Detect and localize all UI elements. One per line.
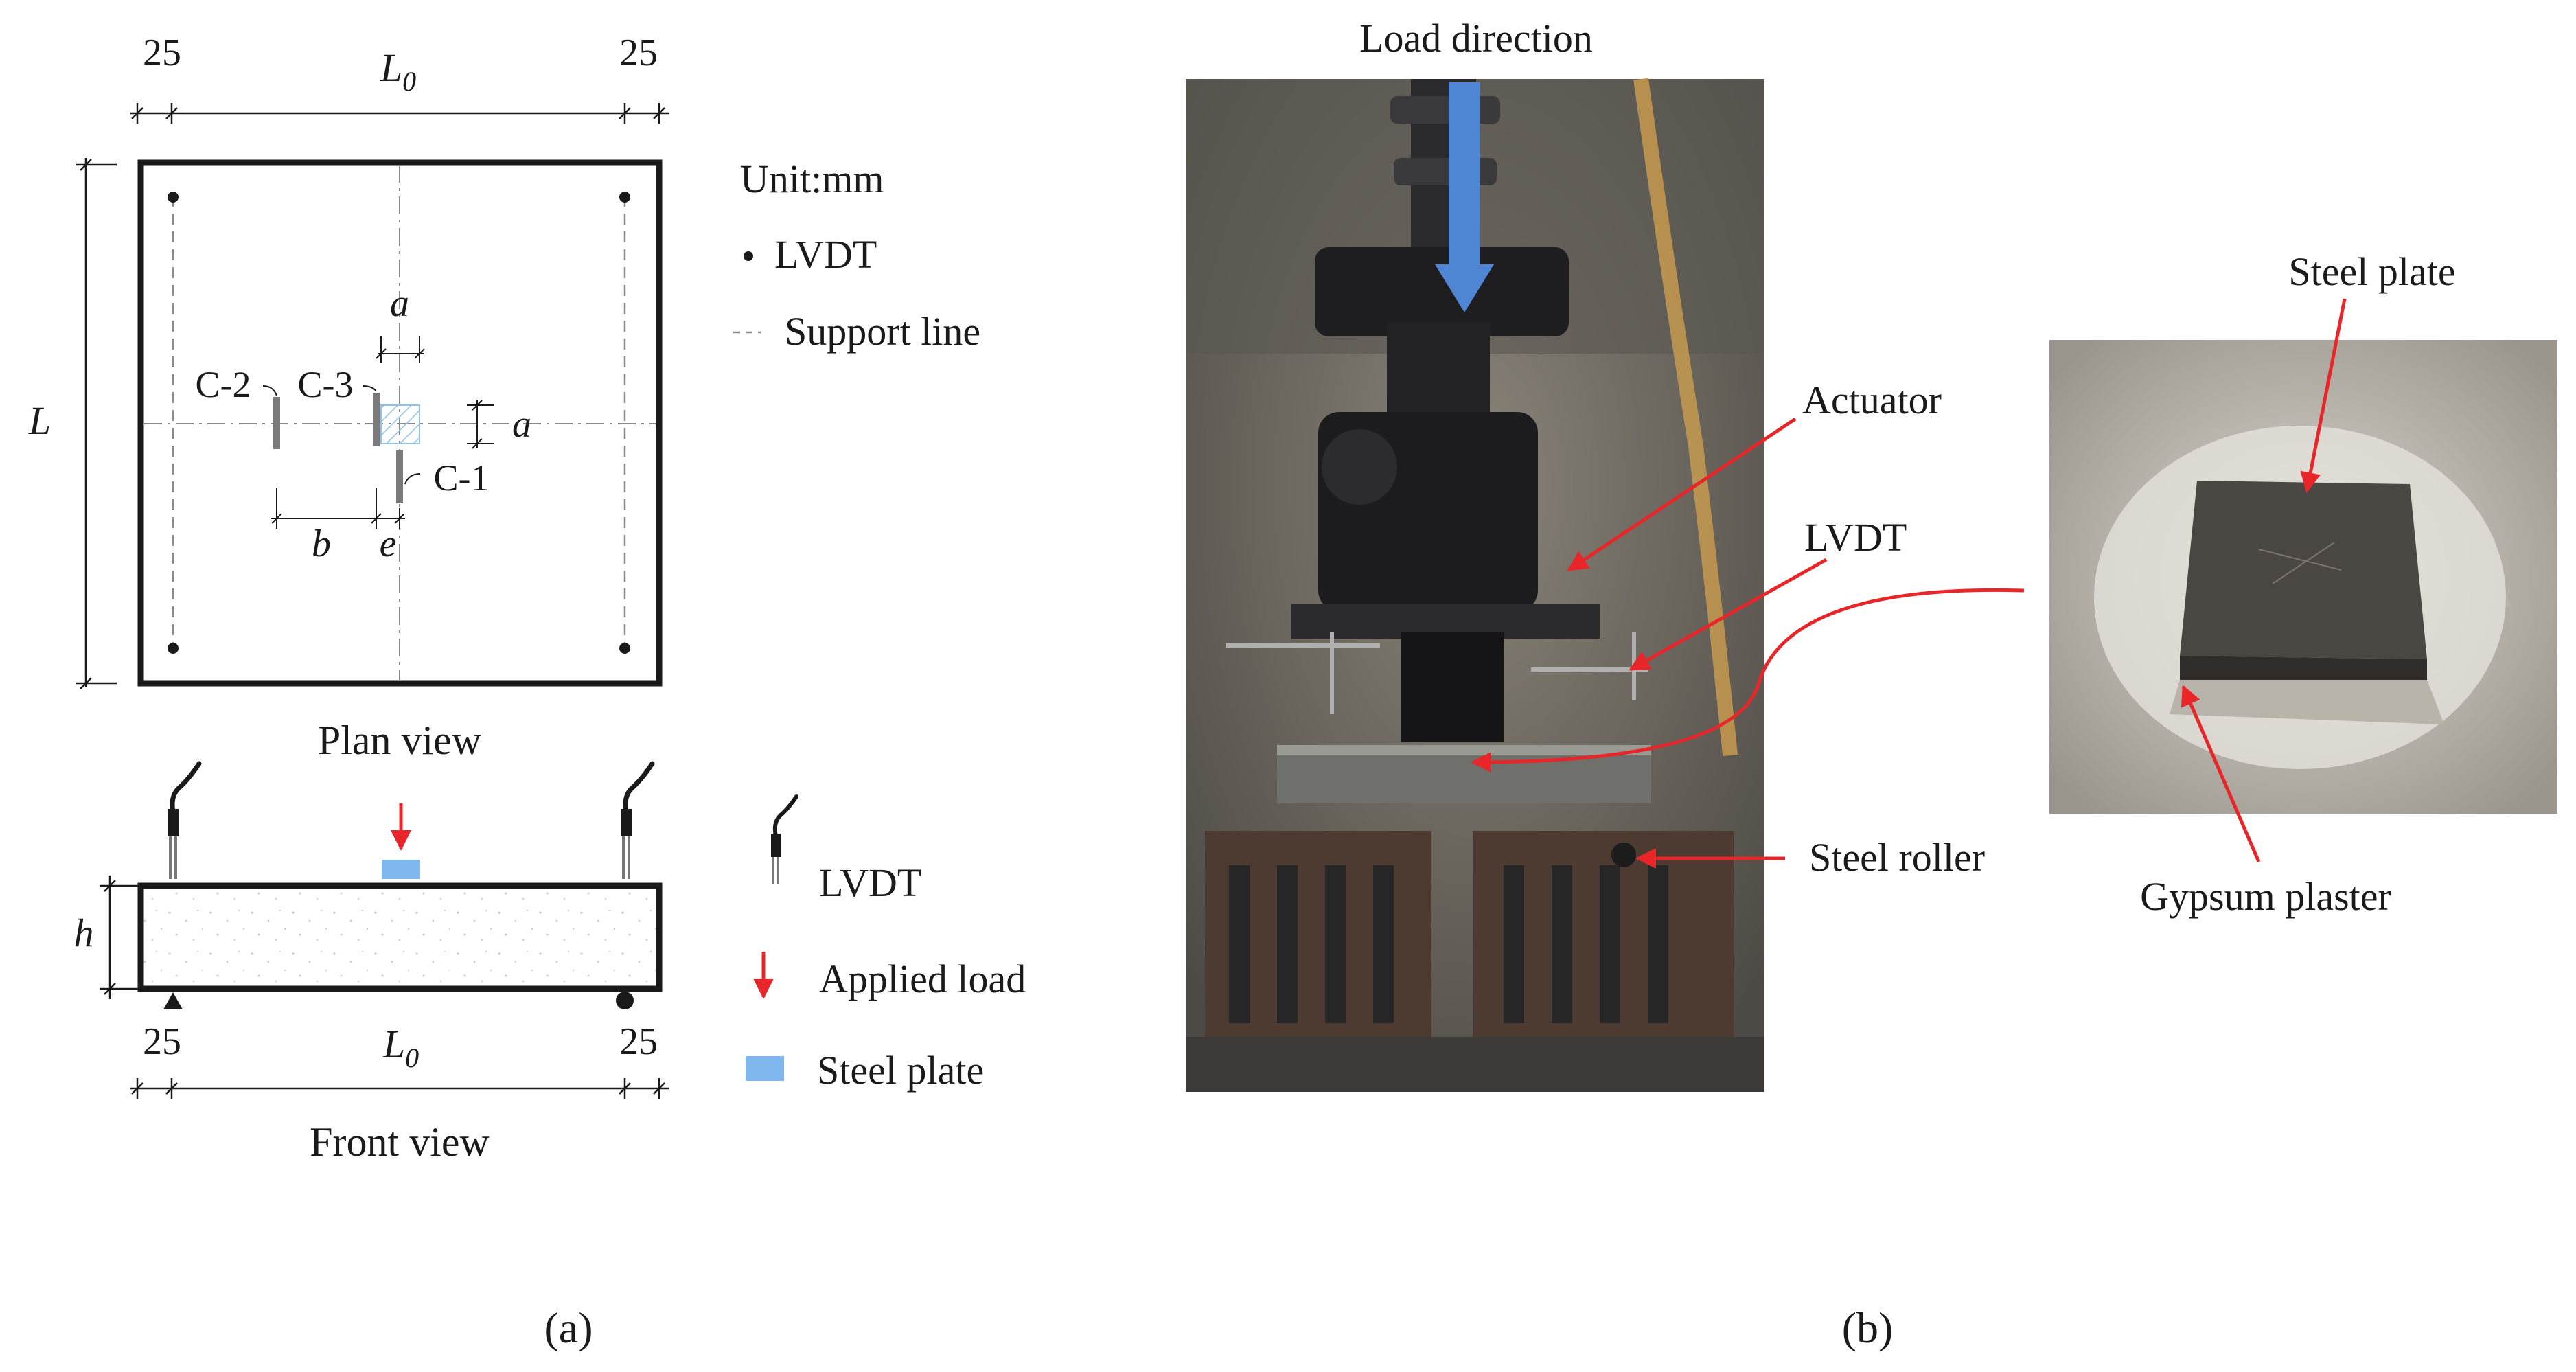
front-dim-left: 25 [143,1020,181,1063]
panel-b-label: (b) [1842,1303,1894,1352]
front-steel-plate [382,860,420,879]
front-slab [137,882,663,992]
plan-top-dimension [130,103,669,124]
front-bottom-dimension [130,1078,669,1099]
front-view-caption: Front view [310,1119,490,1165]
front-view: h 25 L0 25 Front view [74,761,669,1165]
plan-dim-right: 25 [619,32,658,74]
gypsum-plaster-label: Gypsum plaster [2140,874,2391,919]
plan-view: 25 L0 25 L [28,32,669,763]
strain-gauges [273,393,403,503]
load-direction-arrow-head [1435,264,1494,312]
front-dim-h: h [74,911,94,955]
front-dim-right: 25 [619,1020,658,1063]
steel-roller-label: Steel roller [1809,835,1985,880]
inset-callout-arrows [2181,298,2347,862]
dim-a-side: a [512,403,531,446]
plan-dim-span: L0 [380,45,416,97]
plan-view-caption: Plan view [318,718,482,763]
plan-legend: Unit:mm LVDT Support line [733,157,980,354]
legend-lvdt-text-front: LVDT [819,860,921,905]
test-setup-photo [1186,78,1764,1092]
lvdt-label-b: LVDT [1804,515,1907,560]
front-legend: LVDT Applied load Steel plate [746,794,1026,1093]
dim-b-e-line [271,488,405,529]
dim-a-side-line [467,400,494,449]
plan-steel-plate [380,404,420,444]
dim-a-top-line [376,336,425,363]
steel-plate-label-b: Steel plate [2288,249,2455,294]
steel-plate-photo [2049,340,2557,814]
dim-a-top: a [390,282,409,325]
support-lines [172,196,626,649]
plan-slab-outline [137,159,663,687]
plan-side-dimension [76,158,117,689]
panel-a-label: (a) [544,1303,593,1352]
callout-arrows [1471,417,2025,869]
dim-e: e [380,523,397,565]
plan-dim-left: 25 [143,32,181,74]
gauge-leaders [262,385,421,485]
gauge-c3-label: C-3 [298,364,354,405]
actuator-label: Actuator [1802,378,1942,422]
panel-a: 25 L0 25 L [28,32,1026,1352]
plan-lvdt-points [168,192,630,654]
legend-support-line-text: Support line [785,309,980,354]
gauge-c1-label: C-1 [434,457,490,499]
front-lvdt-left [168,761,202,879]
legend-lvdt-text: LVDT [774,232,877,277]
dim-b: b [312,523,331,565]
front-h-dimension [100,876,141,999]
roller-support [616,992,634,1009]
legend-applied-load-text: Applied load [819,957,1026,1001]
load-direction-label: Load direction [1359,16,1593,60]
gauge-c2-label: C-2 [196,364,251,405]
legend-steel-plate-text: Steel plate [817,1048,984,1093]
legend-lvdt-dot [744,251,753,261]
legend-lvdt-symbol [771,794,798,884]
load-direction-arrow-shaft [1449,82,1480,268]
front-lvdt-right [621,761,655,879]
plan-dim-side: L [28,398,51,443]
panel-b: Load direction [1186,16,2557,1352]
front-dim-span: L0 [382,1022,419,1073]
legend-steel-plate-swatch [746,1056,784,1081]
pin-support [163,992,183,1009]
legend-unit: Unit:mm [740,157,884,201]
